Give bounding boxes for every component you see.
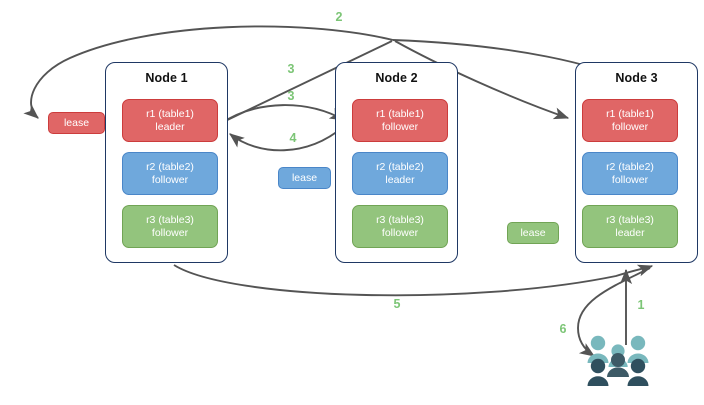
edge-step-3-to-node2 [219, 104, 345, 125]
range-role: follower [151, 173, 189, 186]
range-name: r3 (table3) [146, 213, 194, 226]
range-name: r2 (table2) [146, 160, 194, 173]
range-node3-r2[interactable]: r2 (table2) follower [582, 152, 678, 195]
range-node2-r3[interactable]: r3 (table3) follower [352, 205, 448, 248]
range-name: r1 (table1) [146, 107, 194, 120]
range-role: leader [615, 226, 645, 239]
range-role: leader [155, 120, 185, 133]
range-name: r1 (table1) [376, 107, 424, 120]
range-role: leader [385, 173, 415, 186]
client-people-group[interactable] [586, 334, 656, 390]
lease-box-r3[interactable]: lease [507, 222, 559, 244]
range-role: follower [381, 120, 419, 133]
step-label-1: 1 [637, 298, 645, 312]
range-node2-r2[interactable]: r2 (table2) leader [352, 152, 448, 195]
range-node2-r1[interactable]: r1 (table1) follower [352, 99, 448, 142]
range-node1-r3[interactable]: r3 (table3) follower [122, 205, 218, 248]
node-title-node2: Node 2 [375, 71, 418, 85]
range-name: r3 (table3) [376, 213, 424, 226]
range-name: r3 (table3) [606, 213, 654, 226]
step-label-6: 6 [559, 322, 567, 336]
range-role: follower [381, 226, 419, 239]
range-node1-r2[interactable]: r2 (table2) follower [122, 152, 218, 195]
range-role: follower [611, 173, 649, 186]
range-node3-r3[interactable]: r3 (table3) leader [582, 205, 678, 248]
lease-box-r2[interactable]: lease [278, 167, 331, 189]
step-label-5: 5 [393, 297, 401, 311]
edge-step-5 [173, 264, 654, 297]
range-name: r1 (table1) [606, 107, 654, 120]
range-role: follower [151, 226, 189, 239]
node-title-node1: Node 1 [145, 71, 188, 85]
range-role: follower [611, 120, 649, 133]
range-name: r2 (table2) [376, 160, 424, 173]
range-name: r2 (table2) [606, 160, 654, 173]
step-label-3a: 3 [287, 62, 295, 76]
lease-box-r1[interactable]: lease [48, 112, 105, 134]
step-label-4: 4 [289, 131, 297, 145]
range-node3-r1[interactable]: r1 (table1) follower [582, 99, 678, 142]
step-label-3b: 3 [287, 89, 295, 103]
step-label-2: 2 [335, 10, 343, 24]
node-title-node3: Node 3 [615, 71, 658, 85]
people-group-icon [587, 335, 649, 386]
range-node1-r1[interactable]: r1 (table1) leader [122, 99, 218, 142]
